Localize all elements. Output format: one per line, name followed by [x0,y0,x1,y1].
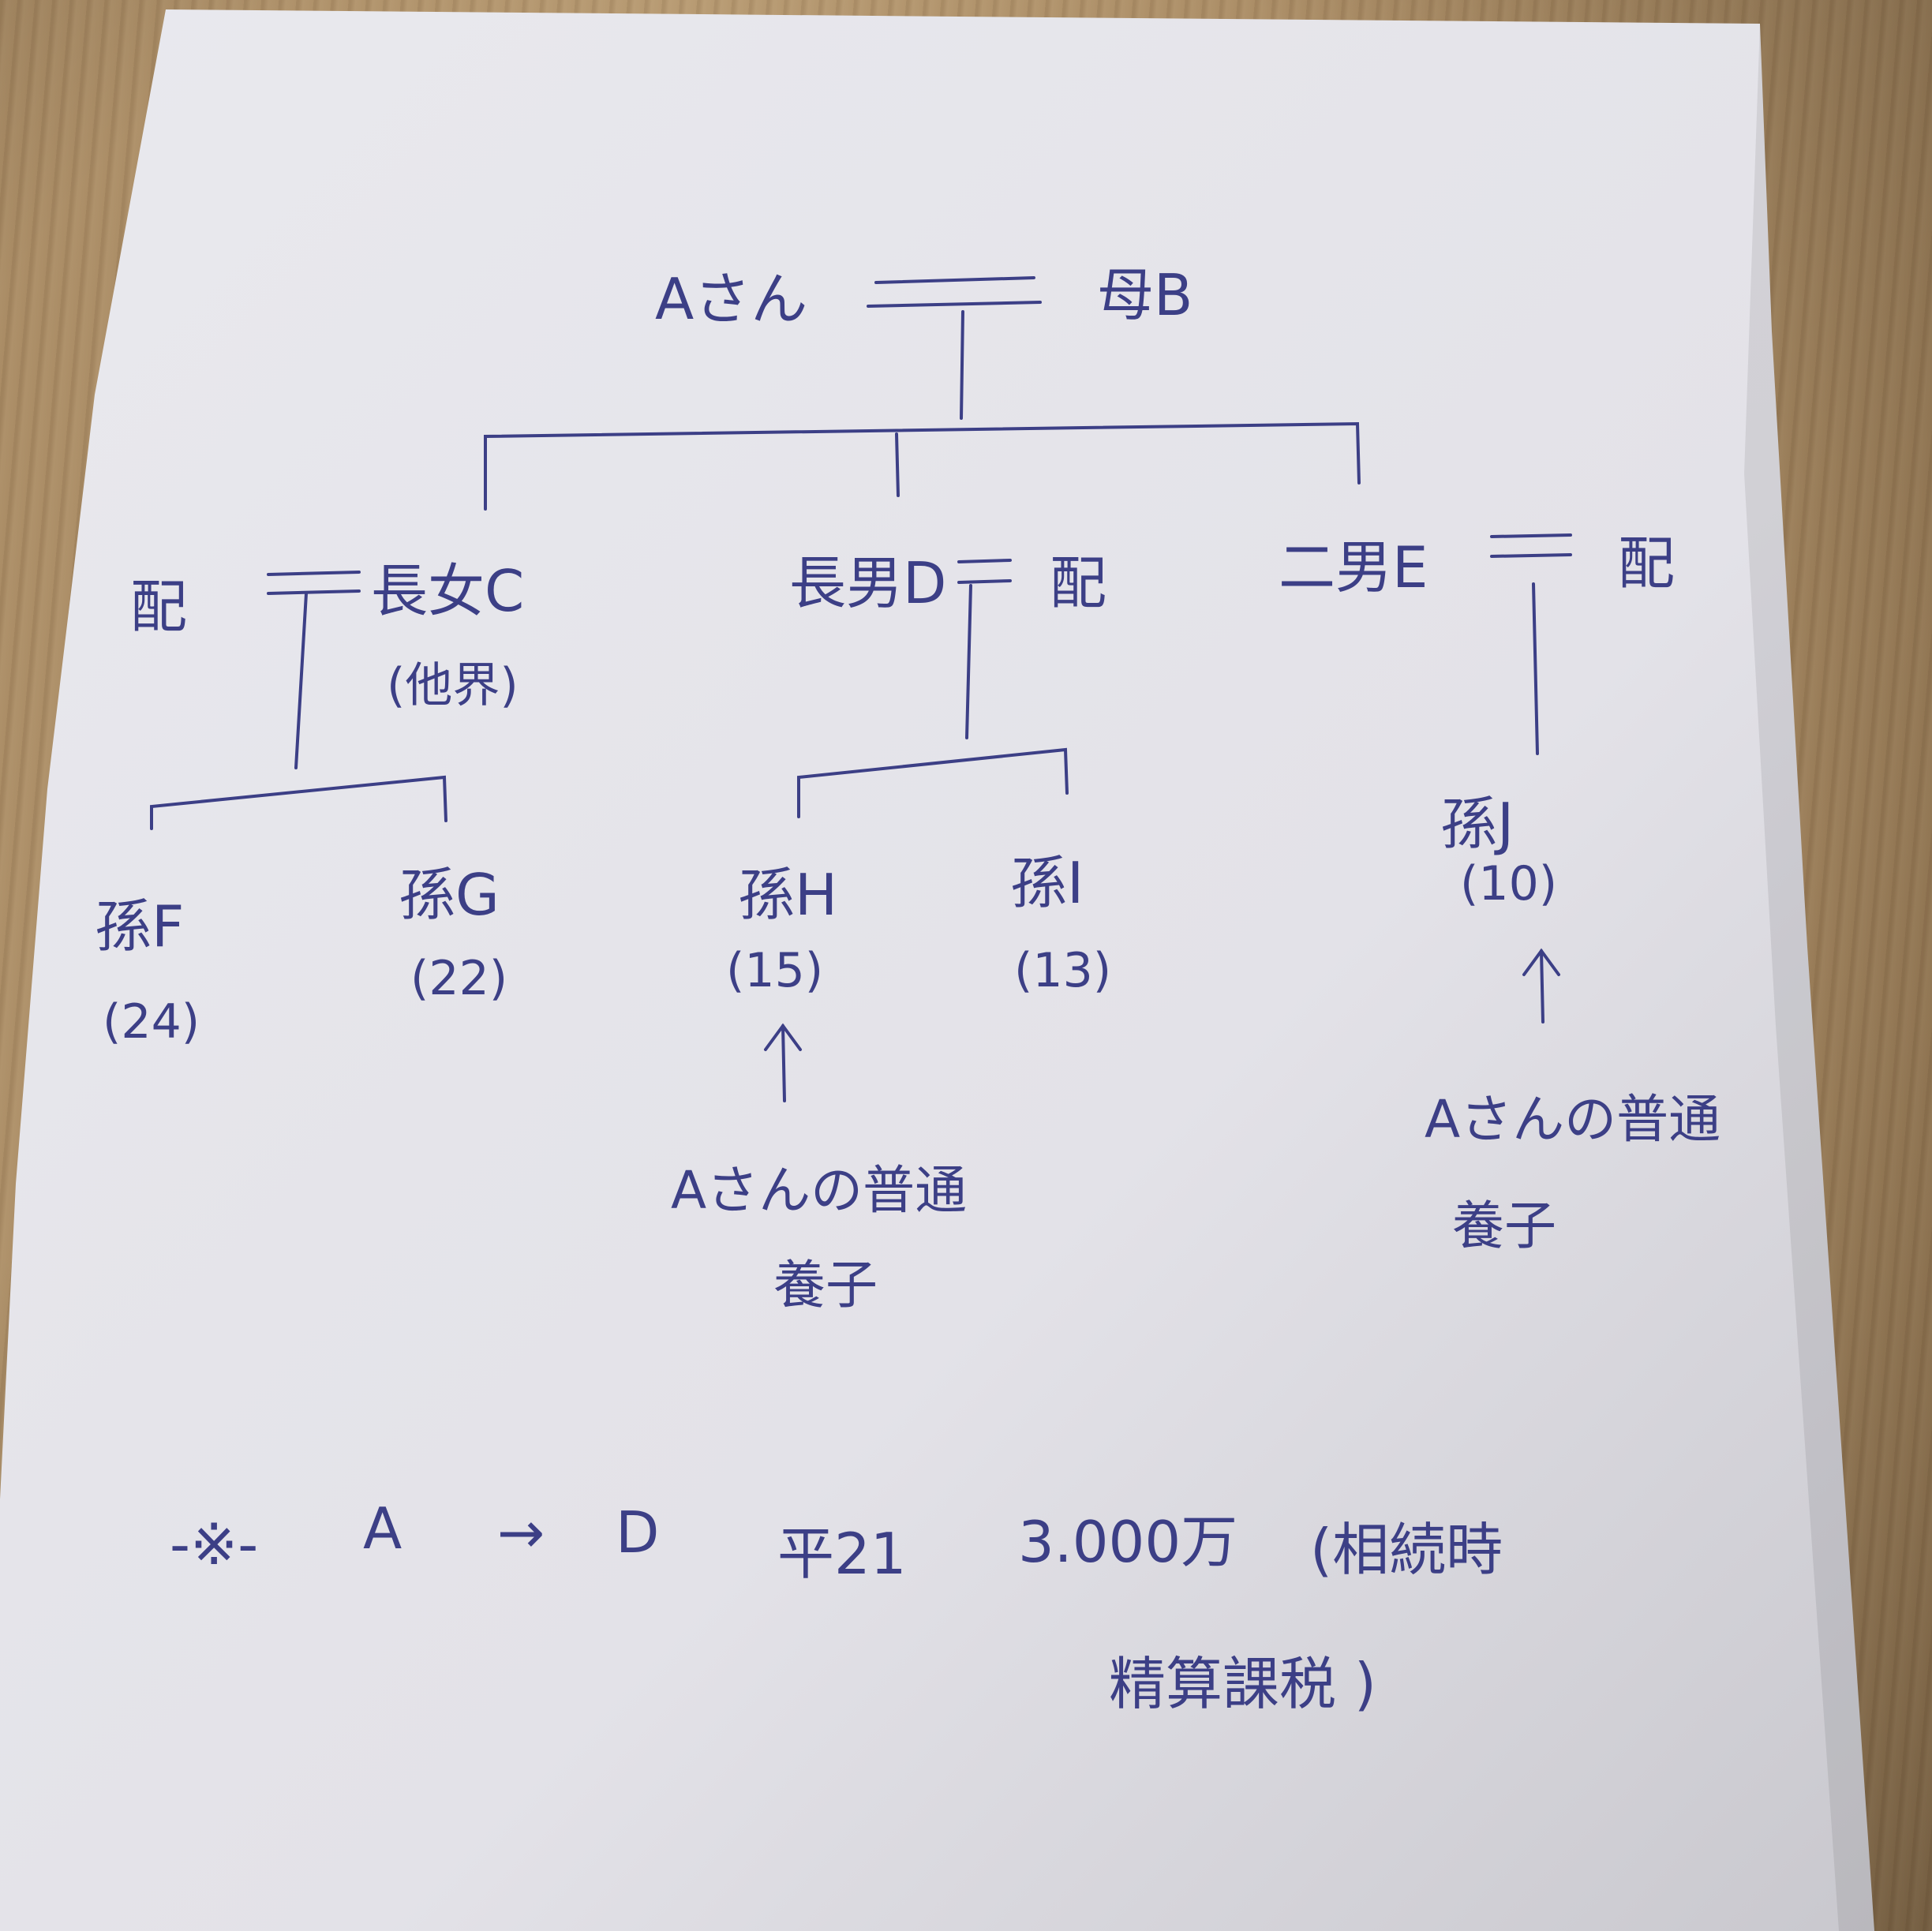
grandchild-j-note-line1: Aさんの普通 [1425,1089,1721,1150]
footnote-mark: -※- [170,1511,259,1577]
grandchild-h-name: 孫H [738,862,838,928]
arrow-h-shaft [781,1024,786,1102]
c-grandchildren-bar [150,775,447,830]
marriage-line-bottom [867,301,1042,308]
d-spouse: 配 [1050,550,1107,616]
child-c-name: 長女C [371,558,525,624]
root-name: Aさん [655,266,808,332]
tree-lines [150,276,1572,1102]
arrow-j-head [1522,948,1560,976]
marriage-line-top [874,276,1035,284]
c-spouse: 配 [130,574,188,640]
grandchild-h-note-line2: 養子 [773,1255,878,1315]
root-drop-line [960,310,964,420]
grandchild-i-age: (13) [1014,943,1112,998]
grandchild-f-age: (24) [103,994,200,1050]
d-marriage-top [957,559,1012,563]
grandchild-h-age: (15) [726,943,824,998]
arrow-h-head [764,1023,802,1051]
child-d-name: 長男D [789,550,947,616]
grandchild-h-note-line1: Aさんの普通 [671,1160,968,1221]
grandchild-j-name: 孫J [1440,791,1515,857]
d-drop-line [965,584,972,739]
footnote-detail-line2: 精算課税 ) [1109,1651,1376,1717]
d-marriage-bottom [957,579,1012,584]
child-e-name: 二男E [1279,534,1428,601]
e-drop-line [1532,582,1539,755]
footnote-year: 平21 [777,1521,907,1587]
grandchild-g-age: (22) [410,951,508,1006]
paper-shadow-right [1744,24,1874,1931]
grandchild-f-name: 孫F [95,893,185,960]
c-marriage-top [267,571,361,576]
footnote-to: D [616,1499,660,1566]
children-bar [484,421,1361,511]
grandchild-j-note-line2: 養子 [1452,1196,1556,1256]
footnote-amount: 3.000万 [1018,1509,1238,1575]
grandchild-i-name: 孫I [1010,850,1084,916]
grandchild-g-name: 孫G [399,862,500,928]
c-drop-line [294,592,308,769]
grandchild-j-age: (10) [1460,856,1558,911]
root-spouse: 母B [1097,262,1193,328]
arrow-j-shaft [1540,949,1544,1024]
e-marriage-bottom [1490,553,1572,558]
footnote-arrow: → [497,1499,545,1566]
child-d-drop [895,432,900,497]
d-grandchildren-bar [797,747,1069,818]
paper [0,9,1874,1931]
footnote-detail-line1: (相続時 [1310,1517,1503,1583]
c-marriage-bottom [267,589,361,595]
footnote-from: A [363,1495,402,1562]
e-spouse: 配 [1618,530,1676,597]
child-c-note: (他界) [387,658,519,713]
e-marriage-top [1490,533,1572,538]
